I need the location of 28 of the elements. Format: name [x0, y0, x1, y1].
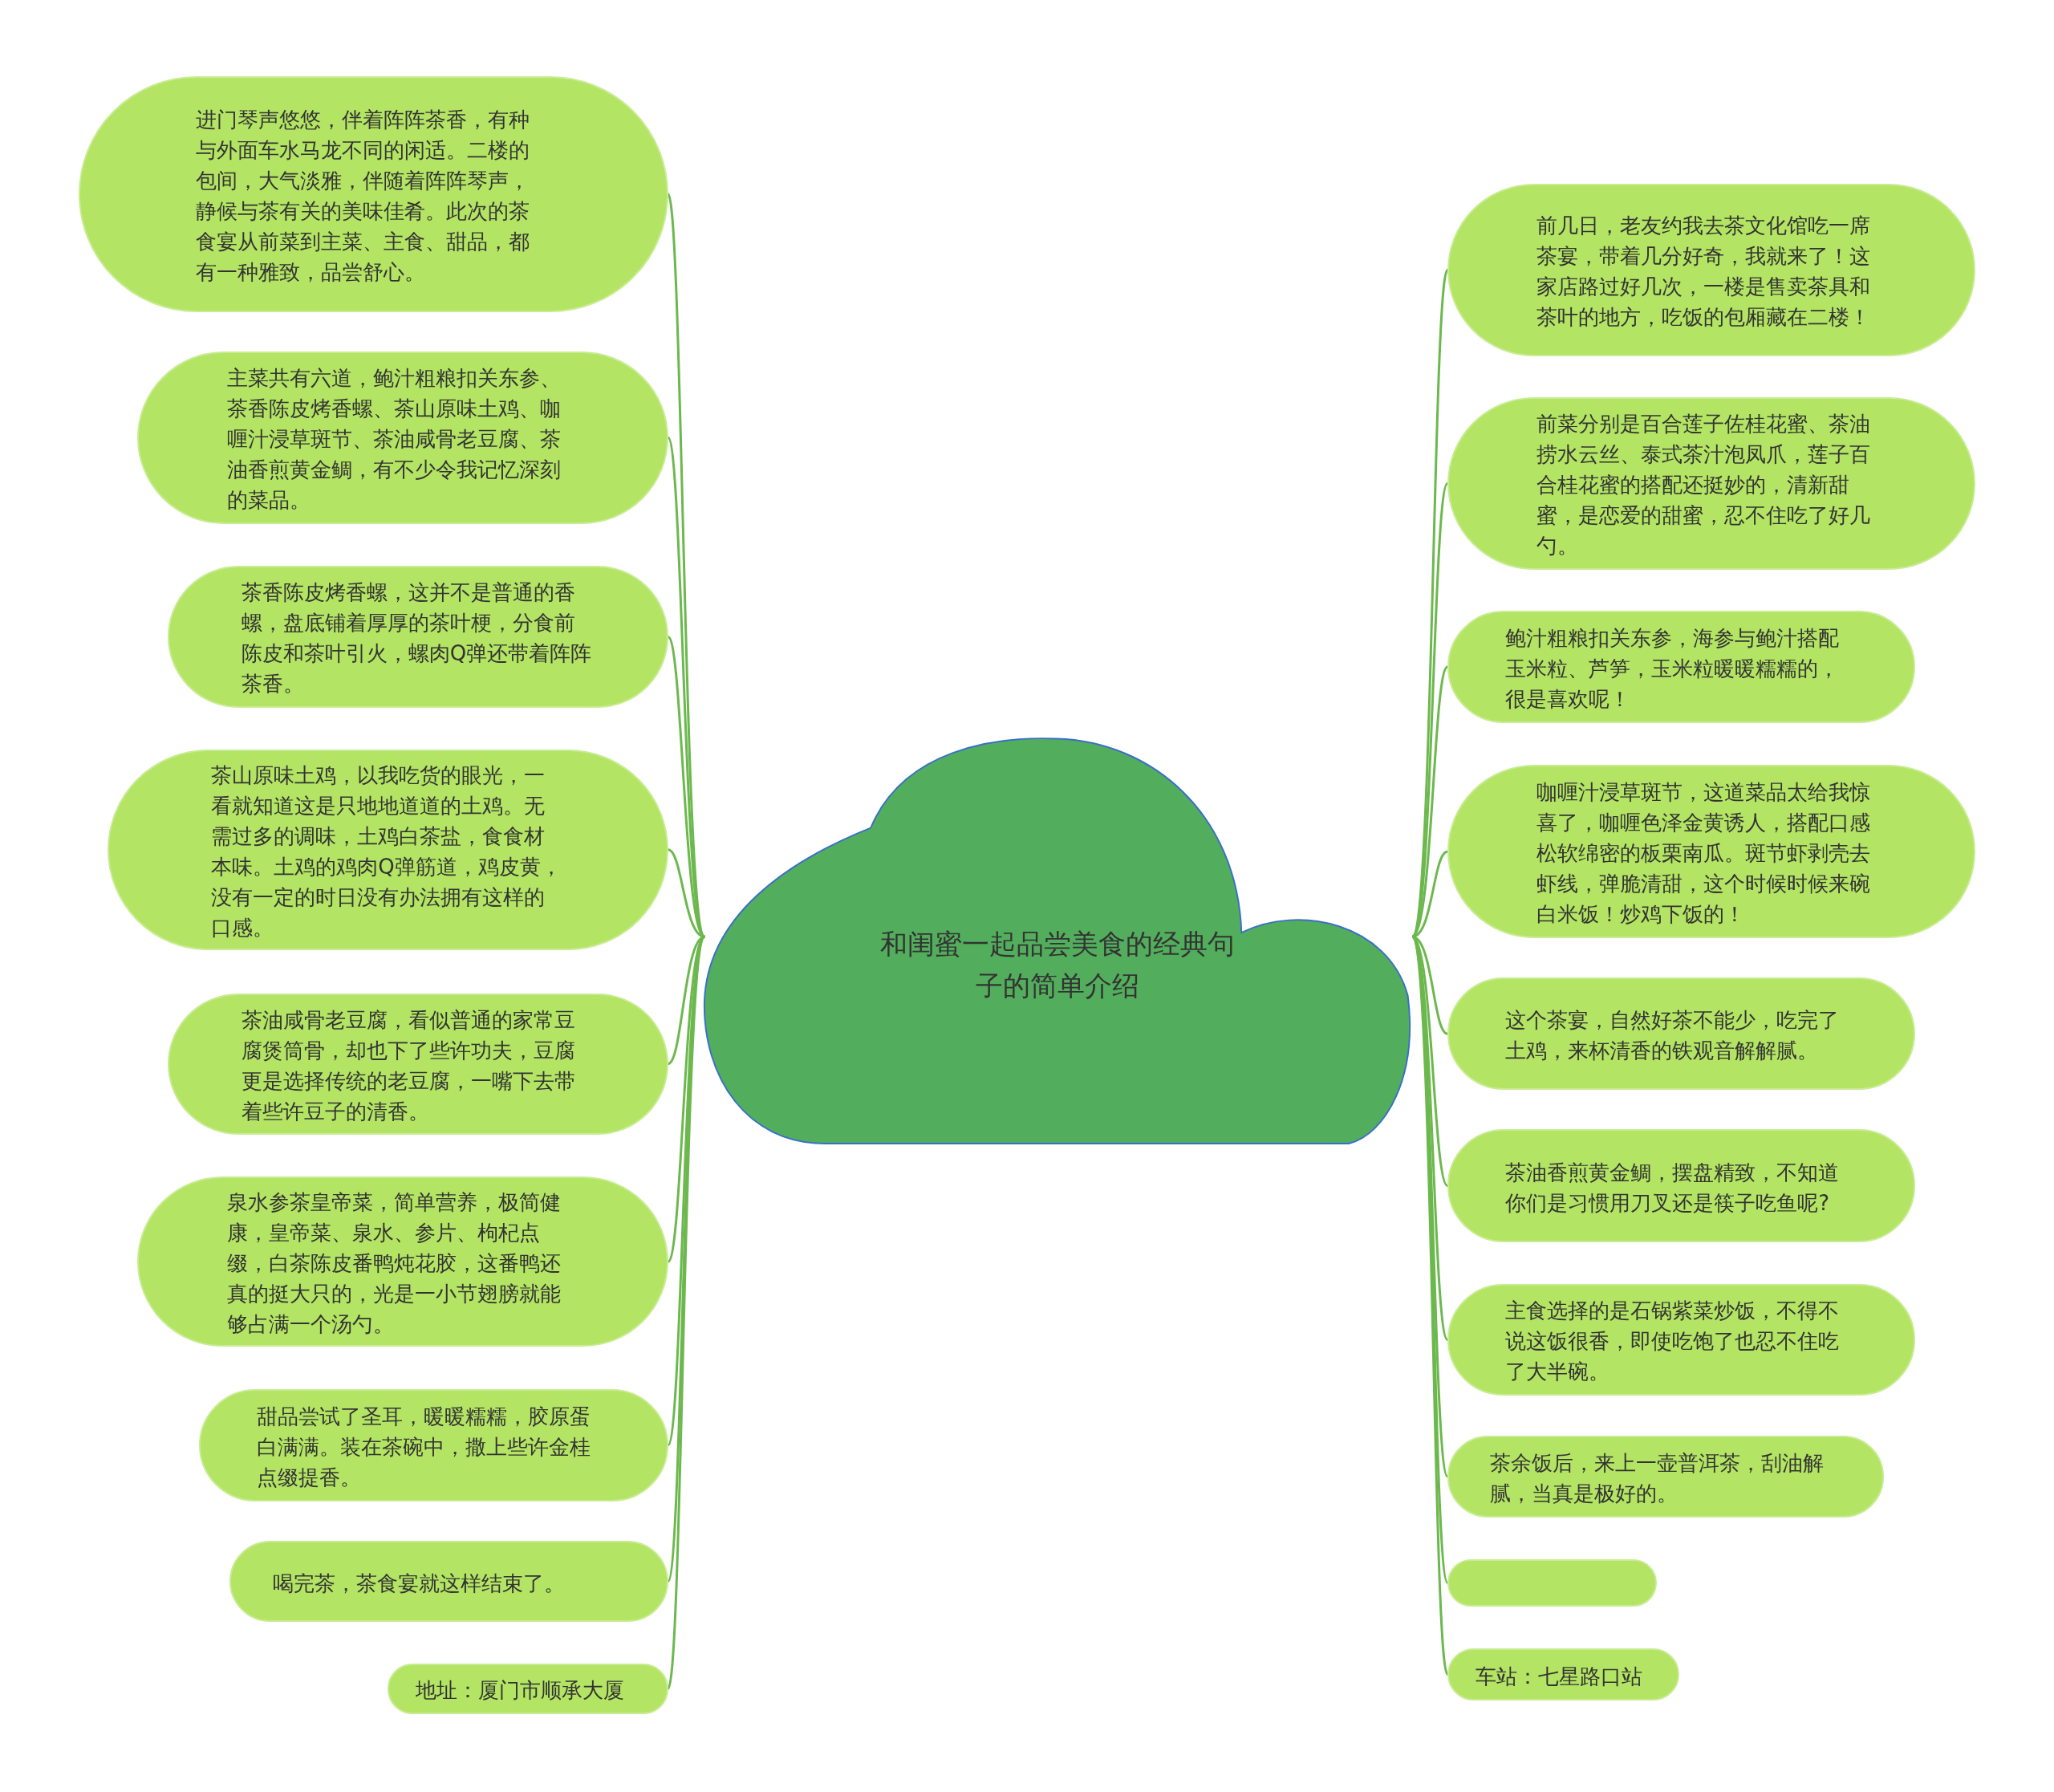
idea-text: 车站：七星路口站 — [1475, 1663, 1643, 1690]
branch-line — [1411, 666, 1449, 938]
idea-pill — [1447, 1558, 1658, 1607]
branch-line — [1411, 269, 1449, 937]
idea-text: 喝完茶，茶食宴就这样结束了。 — [272, 1570, 566, 1597]
idea-pill — [1447, 1648, 1680, 1701]
topic-text: 和闺蜜一起品尝美食的经典句子的简单介绍 — [879, 927, 1236, 1004]
branch-line — [667, 437, 706, 937]
idea-text: 茶山原味土鸡，以我吃货的眼光，一看就知道这是只地地道道的土鸡。无需过多的调味，土鸡白茶盐，食食材本味。土鸡的鸡肉Q弹筋道，鸡皮黄，没有一定的时日没有办法拥有这样的口感。 — [211, 762, 562, 941]
idea-text: 前菜分别是百合莲子佐桂花蜜、茶油捞水云丝、泰式茶汁泡凤爪，莲子百合桂花蜜的搭配还挺妙的，清新甜蜜，是恋爱的甜蜜，忍不住吃了好几勺。 — [1536, 411, 1872, 560]
idea-text: 地址：厦门市顺承大厦 — [415, 1677, 625, 1705]
idea-text: 茶油咸骨老豆腐，看似普通的家常豆腐煲筒骨，却也下了些许功夫，豆腐更是选择传统的老豆腐，一嘴下去带着些许豆子的清香。 — [241, 1006, 576, 1125]
branch-line — [667, 936, 706, 1262]
idea-text: 茶油香煎黄金鲷，摆盘精致，不知道你们是习惯用刀叉还是筷子吃鱼呢? — [1505, 1159, 1841, 1217]
idea-text: 这个茶宴，自然好茶不能少，吃完了土鸡，来杯清香的铁观音解解腻。 — [1505, 1007, 1841, 1065]
idea-text: 进门琴声悠悠，伴着阵阵茶香，有种与外面车水马龙不同的闲适。二楼的包间，大气淡雅，伴随着阵阵琴声，静候与茶有关的美味佳肴。此次的茶食宴从前菜到主菜、主食、甜品，都有一种雅致，品尝舒心。 — [195, 106, 530, 286]
idea-text: 鲍汁粗粮扣关东参，海参与鲍汁搭配玉米粒、芦笋，玉米粒暖暖糯糯的，很是喜欢呢！ — [1505, 625, 1841, 713]
idea-text: 前几日，老友约我去茶文化馆吃一席茶宴，带着几分好奇，我就来了！这家店路过好几次，一楼是售卖茶具和茶叶的地方，吃饭的包厢藏在二楼！ — [1536, 213, 1872, 331]
idea-pill — [388, 1664, 668, 1714]
idea-text: 主菜共有六道，鲍汁粗粮扣关东参、茶香陈皮烤香螺、茶山原味土鸡、咖喱汁浸草斑节、茶油咸骨老豆腐、茶油香煎黄金鲷，有不少令我记忆深刻的菜品。 — [226, 365, 562, 514]
branch-line — [667, 848, 705, 938]
idea-text: 甜品尝试了圣耳，暖暖糯糯，胶原蛋白满满。装在茶碗中，撒上些许金桂点缀提香。 — [257, 1403, 592, 1491]
idea-text: 茶香陈皮烤香螺，这并不是普通的香螺，盘底铺着厚厚的茶叶梗，分食前陈皮和茶叶引火，螺肉Q弹还带着阵阵茶香。 — [241, 579, 593, 698]
idea-text: 茶余饭后，来上一壶普洱茶，刮油解腻，当真是极好的。 — [1489, 1450, 1825, 1507]
idea-text: 主食选择的是石锅紫菜炒饭，不得不说这饭很香，即使吃饱了也忍不住吃了大半碗。 — [1505, 1298, 1841, 1386]
idea-text: 咖喱汁浸草斑节，这道菜品太给我惊喜了，咖喱色泽金黄诱人，搭配口感松软绵密的板栗南瓜。斑节虾剥壳去虾线，弹脆清甜，这个时候时候来碗白米饭！炒鸡下饭的！ — [1536, 779, 1872, 929]
branch-line — [667, 636, 706, 938]
idea-text: 泉水参茶皇帝菜，简单营养，极简健康，皇帝菜、泉水、参片、枸杞点缀，白茶陈皮番鸭炖花胶，这番鸭还真的挺大只的，光是一小节翅膀就能够占满一个汤勺。 — [226, 1189, 562, 1339]
